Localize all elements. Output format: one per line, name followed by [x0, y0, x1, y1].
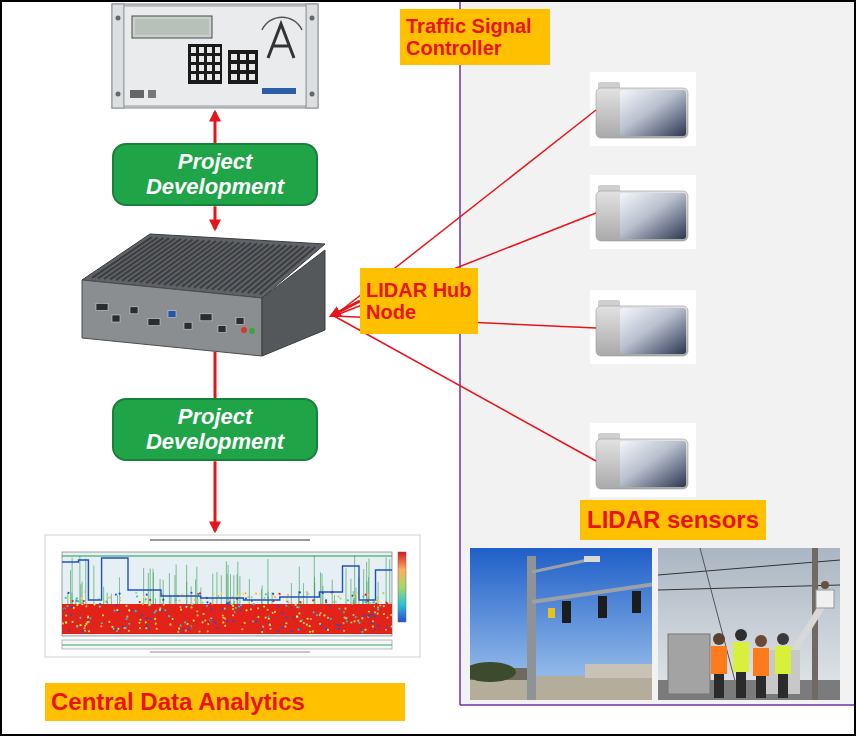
- arrow-line: [331, 301, 360, 316]
- field-photo: [470, 548, 652, 700]
- arrow-line: [214, 461, 217, 531]
- lidar-sensor-picture: [590, 290, 696, 364]
- field-photo: [658, 548, 840, 700]
- lidar-sensor-picture: [590, 423, 696, 497]
- node-label: Central Data Analytics: [51, 689, 305, 716]
- node-label: Project Development: [122, 405, 308, 454]
- node-label: Project Development: [122, 150, 308, 199]
- node-label: Traffic Signal Controller: [406, 15, 544, 60]
- panel-ground: [460, 2, 854, 705]
- panel-border: [460, 704, 854, 706]
- process-box: Project Development: [112, 143, 318, 206]
- controller-picture: [112, 4, 318, 108]
- node-label: LIDAR sensors: [587, 507, 759, 534]
- wire-line: [334, 316, 596, 461]
- arrow-line: [214, 206, 217, 229]
- node-label: LIDAR Hub Node: [366, 279, 472, 324]
- wire-line: [214, 352, 217, 398]
- label-tag: Central Data Analytics: [45, 683, 405, 721]
- label-tag: Traffic Signal Controller: [400, 9, 550, 65]
- analytics-chart-picture: [45, 535, 420, 657]
- label-tag: LIDAR Hub Node: [360, 268, 478, 334]
- lidar-sensor-picture: [590, 72, 696, 146]
- hub-computer-picture: [82, 234, 325, 356]
- arrow-line: [214, 112, 217, 143]
- panel-border: [459, 2, 461, 705]
- lidar-sensor-picture: [590, 175, 696, 249]
- process-box: Project Development: [112, 398, 318, 461]
- label-tag: LIDAR sensors: [580, 500, 766, 540]
